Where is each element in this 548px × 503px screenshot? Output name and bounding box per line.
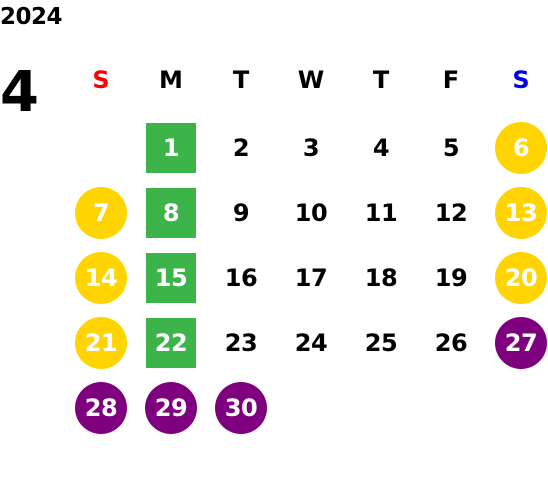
calendar-cell: 13 (486, 180, 548, 245)
calendar-year: 2024 (0, 4, 63, 30)
calendar-cell: 2 (206, 115, 276, 180)
weekday-wednesday: W (297, 66, 325, 94)
calendar-day[interactable]: 15 (146, 252, 196, 303)
calendar-cell: 3 (276, 115, 346, 180)
calendar-cell: 19 (416, 245, 486, 310)
weekday-header: S M T W T F S (66, 45, 548, 115)
calendar-day[interactable]: 25 (364, 328, 398, 357)
calendar-cell: 26 (416, 310, 486, 375)
calendar-day[interactable]: 9 (232, 198, 250, 227)
calendar-cell: 29 (136, 375, 206, 440)
calendar-cell: 8 (136, 180, 206, 245)
calendar-day[interactable]: 16 (224, 263, 258, 292)
calendar-cell: 25 (346, 310, 416, 375)
calendar-day[interactable]: 30 (215, 381, 267, 434)
calendar-day[interactable]: 1 (146, 122, 196, 173)
calendar-cell: 15 (136, 245, 206, 310)
calendar-cell: 11 (346, 180, 416, 245)
calendar-cell: 30 (206, 375, 276, 440)
calendar-day[interactable]: 10 (294, 198, 328, 227)
calendar-day[interactable]: 23 (224, 328, 258, 357)
calendar-day[interactable]: 29 (145, 381, 197, 434)
calendar-week-row: 14 15 16 17 18 19 20 (66, 245, 548, 310)
calendar-day[interactable]: 13 (495, 186, 547, 239)
calendar-day[interactable]: 28 (75, 381, 127, 434)
calendar-cell: 28 (66, 375, 136, 440)
calendar-day[interactable]: 26 (434, 328, 468, 357)
calendar-cell: 9 (206, 180, 276, 245)
calendar-day[interactable]: 19 (434, 263, 468, 292)
calendar-day[interactable]: 2 (232, 133, 250, 162)
calendar-day[interactable]: 8 (146, 187, 196, 238)
calendar-day[interactable]: 6 (495, 121, 547, 174)
calendar-day[interactable]: 7 (75, 186, 127, 239)
calendar-day[interactable]: 11 (364, 198, 398, 227)
weekday-saturday: S (512, 66, 530, 94)
weekday-thursday: T (372, 66, 390, 94)
calendar-cell: 12 (416, 180, 486, 245)
calendar-day[interactable]: 22 (146, 317, 196, 368)
calendar-day[interactable]: 18 (364, 263, 398, 292)
calendar-cell: 1 (136, 115, 206, 180)
calendar-cell (276, 375, 346, 440)
calendar-cell: 17 (276, 245, 346, 310)
calendar-week-row: 1 2 3 4 5 6 (66, 115, 548, 180)
calendar-day[interactable]: 12 (434, 198, 468, 227)
calendar-month: 4 (0, 60, 39, 125)
calendar-day[interactable]: 5 (442, 133, 460, 162)
calendar-cell: 7 (66, 180, 136, 245)
calendar-cell (486, 375, 548, 440)
calendar-cell (416, 375, 486, 440)
weekday-sunday: S (92, 66, 110, 94)
calendar-cell: 21 (66, 310, 136, 375)
calendar-day[interactable]: 14 (75, 251, 127, 304)
calendar-cell: 20 (486, 245, 548, 310)
calendar-cell: 10 (276, 180, 346, 245)
calendar-cell: 5 (416, 115, 486, 180)
calendar-day[interactable]: 3 (302, 133, 320, 162)
calendar-day[interactable]: 17 (294, 263, 328, 292)
calendar-cell: 23 (206, 310, 276, 375)
calendar-cell (346, 375, 416, 440)
calendar-cell: 18 (346, 245, 416, 310)
calendar-day[interactable]: 21 (75, 316, 127, 369)
calendar-cell: 6 (486, 115, 548, 180)
calendar-cell: 16 (206, 245, 276, 310)
calendar-cell: 22 (136, 310, 206, 375)
calendar-cell: 24 (276, 310, 346, 375)
calendar-cell (66, 115, 136, 180)
calendar-cell: 4 (346, 115, 416, 180)
calendar-week-row: 28 29 30 (66, 375, 548, 440)
calendar-day[interactable]: 20 (495, 251, 547, 304)
weekday-friday: F (442, 66, 460, 94)
calendar-day[interactable]: 24 (294, 328, 328, 357)
calendar-cell: 14 (66, 245, 136, 310)
calendar-cell: 27 (486, 310, 548, 375)
weekday-monday: M (159, 66, 183, 94)
calendar-day[interactable]: 27 (495, 316, 547, 369)
calendar-day[interactable]: 4 (372, 133, 390, 162)
weekday-tuesday: T (232, 66, 250, 94)
calendar-week-row: 21 22 23 24 25 26 27 (66, 310, 548, 375)
